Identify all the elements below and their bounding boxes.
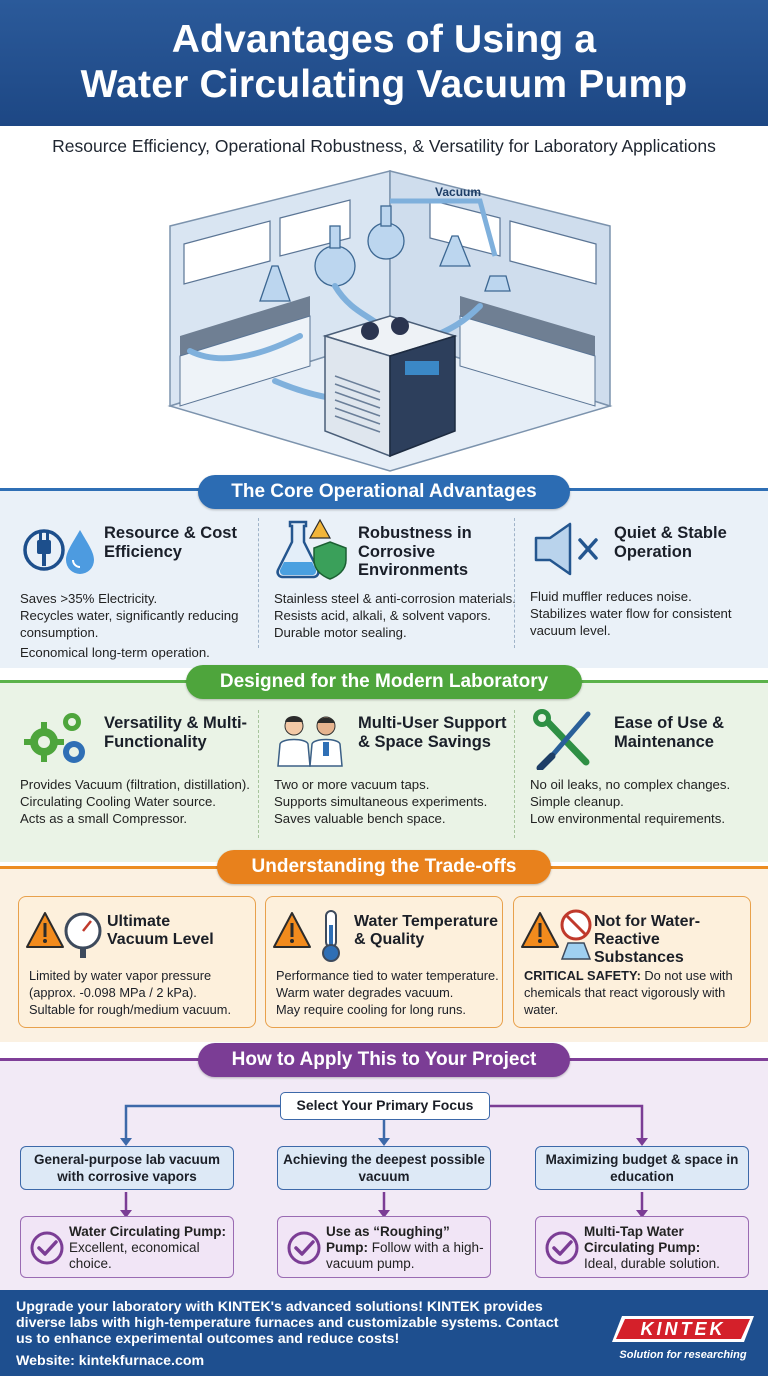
divider bbox=[514, 710, 515, 838]
card-body: No oil leaks, no complex changes. Simple… bbox=[530, 776, 768, 827]
card-line: Supports simultaneous experiments. bbox=[274, 794, 488, 809]
card-body: Provides Vacuum (filtration, distillatio… bbox=[20, 776, 270, 827]
divider bbox=[514, 518, 515, 648]
recommendation-text: Water Circulating Pump:Excellent, econom… bbox=[69, 1224, 231, 1272]
kintek-logo: KINTEK Solution for researching bbox=[612, 1316, 754, 1361]
card-body: Saves >35% Electricity. Recycles water, … bbox=[20, 590, 262, 661]
check-circle-icon bbox=[545, 1231, 579, 1265]
card-line: Saves valuable bench space. bbox=[274, 811, 446, 826]
title-line-1: Advantages of Using a bbox=[171, 18, 597, 61]
plug-water-drop-icon bbox=[23, 529, 94, 574]
card-body: Two or more vacuum taps. Supports simult… bbox=[274, 776, 516, 827]
focus-option-budget: Maximizing budget & space in education bbox=[535, 1146, 749, 1190]
card-line: Fluid muffler reduces noise. bbox=[530, 589, 692, 604]
critical-safety-label: CRITICAL SAFETY: bbox=[524, 968, 641, 983]
card-water-temperature: Water Temperature & Quality Performance … bbox=[265, 896, 503, 1028]
card-line: Provides Vacuum (filtration, distillatio… bbox=[20, 777, 250, 792]
recommendation-strong: Multi-Tap Water Circulating Pump: bbox=[584, 1224, 701, 1255]
card-line: Two or more vacuum taps. bbox=[274, 777, 430, 792]
core-advantages-section bbox=[0, 488, 768, 668]
card-title: Water Temperature & Quality bbox=[354, 913, 499, 948]
recommendation-text: Use as “Roughing” Pump: Follow with a hi… bbox=[326, 1224, 488, 1272]
gears-icon bbox=[24, 713, 85, 763]
page-header: Advantages of Using a Water Circulating … bbox=[0, 0, 768, 126]
card-body: Performance tied to water temperature. W… bbox=[276, 967, 500, 1018]
design-section bbox=[0, 680, 768, 862]
card-line: Limited by water vapor pressure (approx.… bbox=[29, 968, 212, 1000]
card-line: Performance tied to water temperature. bbox=[276, 968, 499, 983]
page-title: Advantages of Using a Water Circulating … bbox=[0, 0, 768, 107]
recommendation-rest: Follow with a high-vacuum pump. bbox=[326, 1240, 484, 1271]
recommendation-text: Multi-Tap Water Circulating Pump:Ideal, … bbox=[584, 1224, 746, 1272]
footer-text: Upgrade your laboratory with KINTEK's ad… bbox=[16, 1299, 559, 1347]
card-line: Saves >35% Electricity. bbox=[20, 591, 158, 606]
recommendation-2: Use as “Roughing” Pump: Follow with a hi… bbox=[277, 1216, 491, 1278]
design-heading: Designed for the Modern Laboratory bbox=[186, 665, 582, 699]
recommendation-1: Water Circulating Pump:Excellent, econom… bbox=[20, 1216, 234, 1278]
wrench-screwdriver-icon bbox=[533, 709, 591, 770]
card-line: May require cooling for long runs. bbox=[276, 1002, 466, 1017]
card-body: CRITICAL SAFETY: Do not use with chemica… bbox=[524, 967, 748, 1018]
warning-gauge-icon bbox=[26, 912, 102, 958]
vacuum-label: Vacuum bbox=[435, 185, 481, 199]
speaker-mute-icon bbox=[534, 522, 598, 576]
focus-option-general: General-purpose lab vacuum with corrosiv… bbox=[20, 1146, 234, 1190]
card-line: No oil leaks, no complex changes. bbox=[530, 777, 731, 792]
card-line: Sultable for rough/medium vacuum. bbox=[29, 1002, 232, 1017]
recommendation-3: Multi-Tap Water Circulating Pump:Ideal, … bbox=[535, 1216, 749, 1278]
warning-no-water-icon bbox=[521, 909, 592, 960]
card-line: Acts as a small Compressor. bbox=[20, 811, 188, 826]
core-advantages-heading: The Core Operational Advantages bbox=[198, 475, 570, 509]
card-title: Multi-User Support & Space Savings bbox=[358, 714, 507, 751]
card-line: Recycles water, significantly reducing c… bbox=[20, 608, 239, 640]
warning-thermometer-icon bbox=[273, 910, 340, 962]
card-ultimate-vacuum: Ultimate Vacuum Level Limited by water v… bbox=[18, 896, 256, 1028]
card-body: Stainless steel & anti-corrosion materia… bbox=[274, 590, 516, 641]
card-title: Ultimate Vacuum Level bbox=[107, 913, 214, 948]
page-subtitle: Resource Efficiency, Operational Robustn… bbox=[0, 126, 768, 166]
card-title: Quiet & Stable Operation bbox=[614, 524, 727, 561]
card-water-reactive: Not for Water-Reactive Substances CRITIC… bbox=[513, 896, 751, 1028]
card-title: Robustness in Corrosive Environments bbox=[358, 524, 472, 579]
tradeoffs-heading: Understanding the Trade-offs bbox=[217, 850, 551, 884]
logo-tagline: Solution for researching bbox=[619, 1349, 746, 1361]
flask-shield-icon bbox=[276, 518, 347, 580]
primary-focus-box: Select Your Primary Focus bbox=[280, 1092, 490, 1120]
card-line: Stainless steel & anti-corrosion materia… bbox=[274, 591, 516, 606]
card-line-text: Do not use with chemicals that react vig… bbox=[524, 968, 733, 1017]
logo-wordmark: KINTEK bbox=[641, 1319, 726, 1339]
divider bbox=[258, 518, 259, 648]
title-line-2: Water Circulating Vacuum Pump bbox=[80, 63, 688, 106]
card-line: Low environmental requirements. bbox=[530, 811, 725, 826]
divider bbox=[258, 710, 259, 838]
card-title: Ease of Use & Maintenance bbox=[614, 714, 725, 751]
card-line: Simple cleanup. bbox=[530, 794, 624, 809]
apply-heading: How to Apply This to Your Project bbox=[198, 1043, 570, 1077]
check-circle-icon bbox=[30, 1231, 64, 1265]
lab-illustration: Vacuum bbox=[167, 170, 613, 472]
card-title: Resource & Cost Efficiency bbox=[104, 524, 237, 561]
recommendation-strong: Use as “Roughing” Pump: bbox=[326, 1224, 450, 1255]
card-line: Warm water degrades vacuum. bbox=[276, 985, 454, 1000]
card-body: Limited by water vapor pressure (approx.… bbox=[29, 967, 253, 1018]
recommendation-rest: Excellent, economical choice. bbox=[69, 1240, 200, 1271]
recommendation-rest: Ideal, durable solution. bbox=[584, 1256, 720, 1271]
card-title: Not for Water-Reactive Substances bbox=[594, 913, 701, 966]
card-line: Stabilizes water flow for consistent vac… bbox=[530, 606, 732, 638]
scientists-icon bbox=[277, 716, 343, 767]
recommendation-strong: Water Circulating Pump: bbox=[69, 1224, 227, 1239]
check-circle-icon bbox=[287, 1231, 321, 1265]
focus-option-deepest: Achieving the deepest possible vacuum bbox=[277, 1146, 491, 1190]
card-body: Fluid muffler reduces noise. Stabilizes … bbox=[530, 588, 768, 639]
card-line: Durable motor sealing. bbox=[274, 625, 407, 640]
card-line: Circulating Cooling Water source. bbox=[20, 794, 216, 809]
footer-website-link[interactable]: Website: kintekfurnace.com bbox=[16, 1353, 205, 1369]
card-title: Versatility & Multi-Functionality bbox=[104, 714, 248, 751]
card-line: CRITICAL SAFETY: Do not use with chemica… bbox=[524, 967, 748, 1018]
card-line: Resists acid, alkali, & solvent vapors. bbox=[274, 608, 491, 623]
card-line: Economical long-term operation. bbox=[20, 645, 210, 660]
